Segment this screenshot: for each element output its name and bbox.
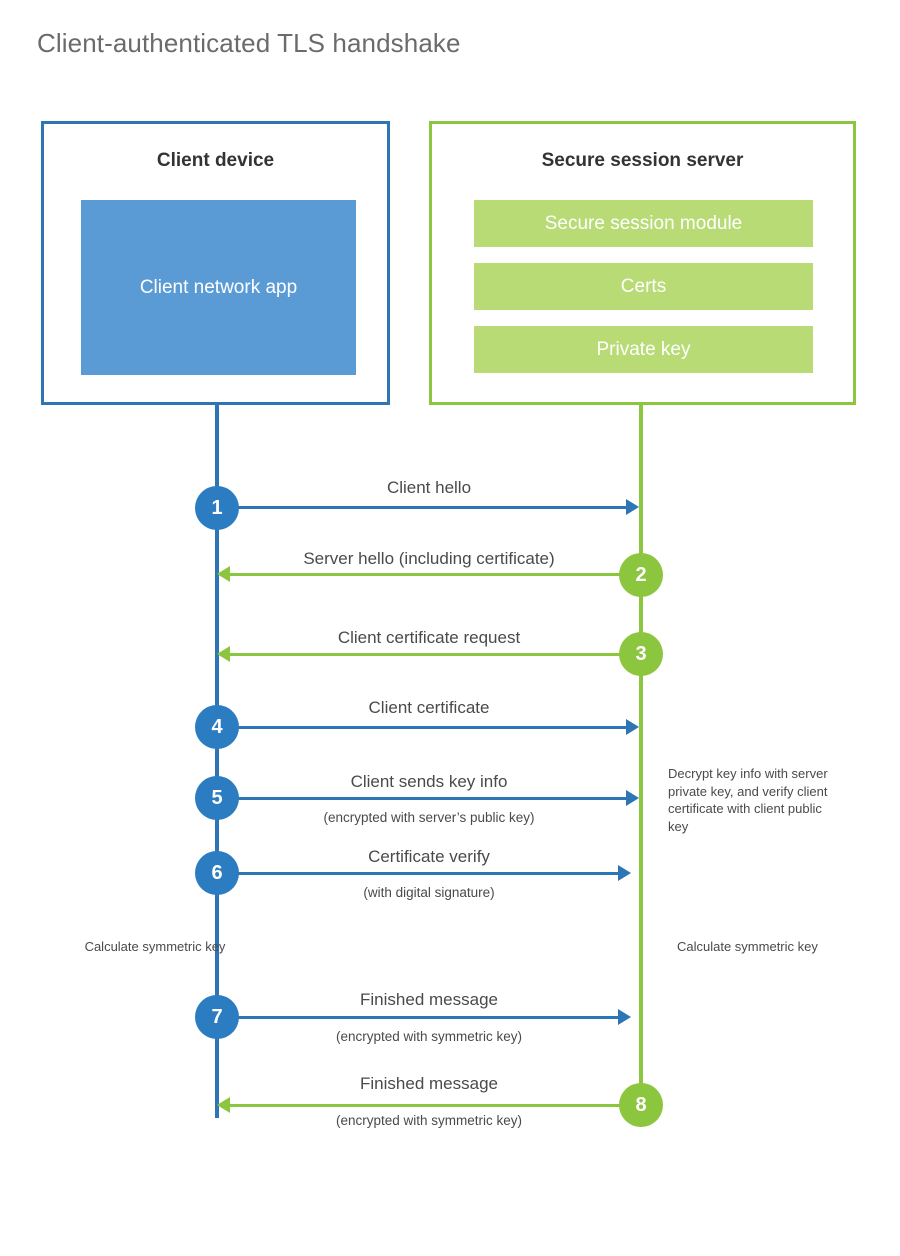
message-label-1: Client hello (386, 478, 472, 497)
arrow-head-3 (217, 646, 230, 662)
message-label-8: Finished message (360, 1074, 498, 1093)
arrow-line-2 (230, 573, 626, 576)
note-server-calculate-symmetric-key: Calculate symmetric key (677, 939, 818, 954)
arrow-line-5 (217, 797, 626, 800)
message-sublabel-6: (with digital signature) (363, 885, 495, 900)
server-lifeline (639, 405, 643, 1105)
arrow-head-6 (618, 865, 631, 881)
step-circle-8[interactable]: 8 (619, 1083, 663, 1127)
step-circle-3[interactable]: 3 (619, 632, 663, 676)
arrow-head-5 (626, 790, 639, 806)
arrow-head-1 (626, 499, 639, 515)
step-circle-4[interactable]: 4 (195, 705, 239, 749)
server-component-secure-session-module: Secure session module (474, 200, 813, 247)
client-device-title: Client device (156, 150, 275, 171)
message-label-5: Client sends key info (350, 772, 508, 791)
client-network-app-block: Client network app (81, 200, 356, 375)
arrow-head-2 (217, 566, 230, 582)
arrow-line-4 (217, 726, 626, 729)
step-circle-7[interactable]: 7 (195, 995, 239, 1039)
step-circle-1[interactable]: 1 (195, 486, 239, 530)
arrow-line-6 (217, 872, 618, 875)
message-label-7: Finished message (360, 990, 498, 1009)
note-client-calculate-symmetric-key: Calculate symmetric key (84, 939, 226, 954)
server-component-certs: Certs (474, 263, 813, 310)
message-sublabel-8: (encrypted with symmetric key) (335, 1113, 523, 1128)
client-device-box: Client device Client network app (41, 121, 390, 405)
message-label-4: Client certificate (368, 698, 490, 717)
client-lifeline (215, 405, 219, 1118)
message-sublabel-7: (encrypted with symmetric key) (335, 1029, 523, 1044)
secure-session-server-title: Secure session server (541, 150, 744, 171)
arrow-line-8 (230, 1104, 626, 1107)
message-sublabel-5: (encrypted with server’s public key) (323, 810, 535, 825)
server-component-private-key: Private key (474, 326, 813, 373)
step-circle-6[interactable]: 6 (195, 851, 239, 895)
arrow-head-7 (618, 1009, 631, 1025)
secure-session-server-box: Secure session server Secure session mod… (429, 121, 856, 405)
step-circle-2[interactable]: 2 (619, 553, 663, 597)
note-server-decrypt: Decrypt key info with server private key… (668, 766, 828, 834)
step-circle-5[interactable]: 5 (195, 776, 239, 820)
message-label-3: Client certificate request (337, 628, 521, 647)
message-label-2: Server hello (including certificate) (303, 549, 555, 568)
message-label-6: Certificate verify (368, 847, 490, 866)
arrow-line-3 (230, 653, 626, 656)
arrow-line-7 (217, 1016, 618, 1019)
arrow-head-8 (217, 1097, 230, 1113)
page-title: Client-authenticated TLS handshake (37, 28, 461, 58)
arrow-line-1 (217, 506, 626, 509)
arrow-head-4 (626, 719, 639, 735)
